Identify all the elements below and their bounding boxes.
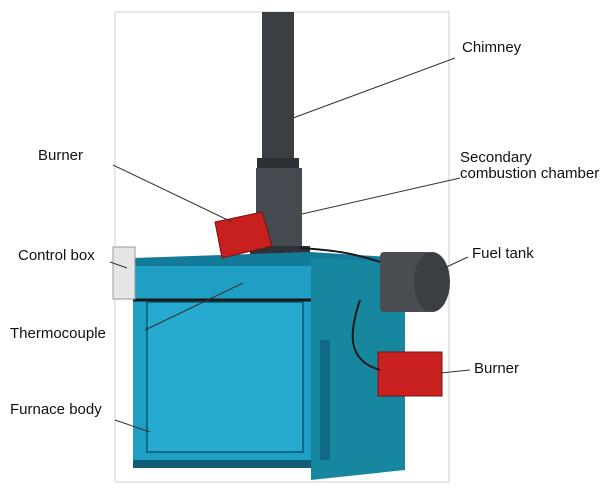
fuel-hose-top <box>299 247 381 263</box>
leader-thermocouple <box>144 282 244 331</box>
chimney-flange <box>257 158 299 168</box>
label-fuel-tank: Fuel tank <box>472 245 534 262</box>
label-thermocouple: Thermocouple <box>10 325 106 342</box>
fuel-hose <box>351 299 381 371</box>
fuel-tank-end <box>414 252 450 312</box>
label-secondary-2: combustion chamber <box>460 165 599 182</box>
leader-secondary <box>301 177 461 215</box>
label-burner-top: Burner <box>38 147 83 164</box>
leader-chimney <box>292 57 456 119</box>
control-box <box>112 246 136 300</box>
label-chimney: Chimney <box>462 39 522 56</box>
burner-top <box>214 211 273 259</box>
label-burner-bottom: Burner <box>474 360 519 377</box>
leader-burner-top <box>112 164 233 223</box>
label-furnace-body: Furnace body <box>10 401 102 418</box>
chimney-pipe <box>262 12 294 162</box>
furnace-base <box>133 460 311 468</box>
leader-fuel-tank <box>439 256 469 271</box>
leader-burner-bottom <box>439 369 471 374</box>
furnace-door <box>146 301 304 453</box>
leader-control-box <box>109 261 128 269</box>
furnace-side <box>311 258 405 480</box>
label-control-box: Control box <box>18 247 95 264</box>
label-secondary-1: Secondary <box>460 149 532 166</box>
burner-bottom <box>377 351 443 397</box>
leader-furnace-body <box>114 419 151 433</box>
furnace-side-rib <box>320 340 330 460</box>
